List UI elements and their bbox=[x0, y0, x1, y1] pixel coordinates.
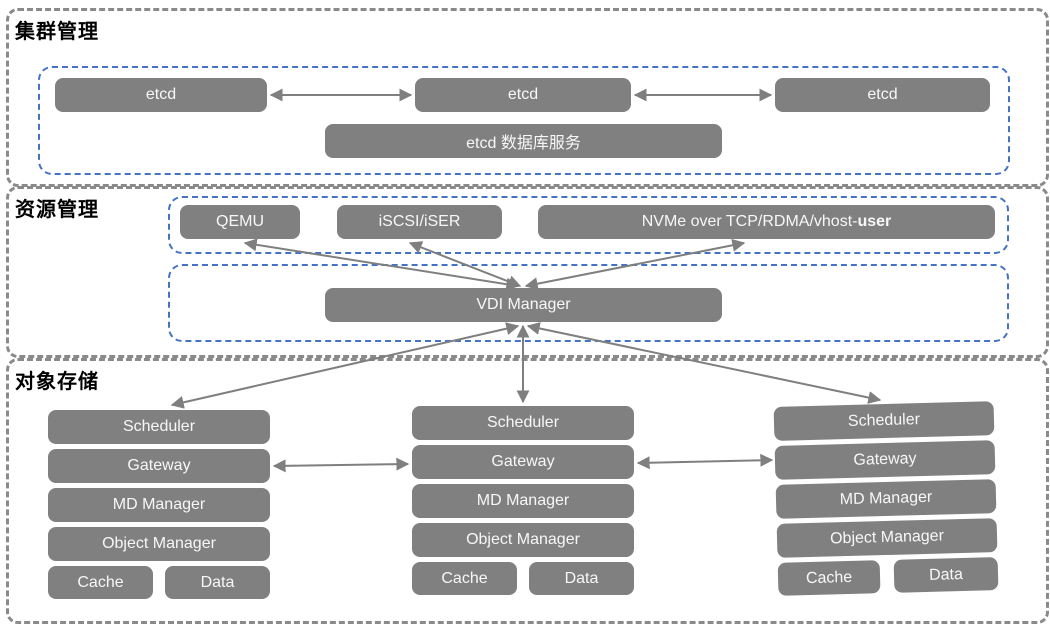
node-cache-3: Cache bbox=[777, 560, 881, 596]
node-scheduler-1: Scheduler bbox=[48, 410, 270, 444]
node-gateway-3-label: Gateway bbox=[853, 450, 917, 469]
node-cache-2-label: Cache bbox=[441, 569, 488, 587]
cluster-etcd-group-frame bbox=[38, 66, 1010, 175]
node-cache-3-label: Cache bbox=[805, 568, 853, 587]
node-qemu: QEMU bbox=[180, 205, 300, 239]
node-md-manager-2-label: MD Manager bbox=[476, 492, 570, 509]
node-gateway-2-label: Gateway bbox=[491, 453, 555, 470]
node-scheduler-2-label: Scheduler bbox=[486, 414, 560, 431]
node-gateway-1: Gateway bbox=[48, 449, 270, 483]
node-qemu-label: QEMU bbox=[216, 213, 264, 230]
node-data-1-label: Data bbox=[200, 573, 235, 591]
node-cache-2: Cache bbox=[412, 562, 517, 595]
node-etcd-db-service-label: etcd 数据库服务 bbox=[466, 135, 581, 152]
node-object-manager-3-label: Object Manager bbox=[829, 527, 945, 548]
node-object-manager-1-label: Object Manager bbox=[102, 535, 216, 552]
node-etcd-3: etcd bbox=[775, 78, 990, 112]
node-object-manager-2: Object Manager bbox=[412, 523, 634, 557]
section-cluster-management: 集群管理 bbox=[6, 8, 1049, 187]
section-cluster-label: 集群管理 bbox=[15, 21, 99, 43]
node-etcd-db-service: etcd 数据库服务 bbox=[325, 124, 722, 158]
node-etcd-2-label: etcd bbox=[507, 86, 539, 103]
storage-column-2: Scheduler Gateway MD Manager Object Mana… bbox=[412, 406, 634, 595]
node-data-2-label: Data bbox=[564, 569, 599, 587]
node-nvme-label-bold: user bbox=[857, 213, 892, 230]
node-data-2: Data bbox=[529, 562, 634, 595]
section-object-label: 对象存储 bbox=[15, 371, 99, 393]
node-object-manager-2-label: Object Manager bbox=[466, 531, 580, 548]
node-nvme-over-fabrics: NVMe over TCP/RDMA/vhost-user bbox=[538, 205, 995, 239]
cache-data-row-3: Cache Data bbox=[777, 557, 999, 596]
node-object-manager-3: Object Manager bbox=[776, 518, 998, 558]
node-data-1: Data bbox=[165, 566, 270, 599]
node-iscsi-iser: iSCSI/iSER bbox=[337, 205, 502, 239]
node-etcd-2: etcd bbox=[415, 78, 631, 112]
node-nvme-label-regular: NVMe over TCP/RDMA/vhost- bbox=[641, 213, 858, 230]
node-object-manager-1: Object Manager bbox=[48, 527, 270, 561]
node-iscsi-iser-label: iSCSI/iSER bbox=[378, 213, 461, 230]
storage-column-1: Scheduler Gateway MD Manager Object Mana… bbox=[48, 410, 270, 599]
section-resource-label: 资源管理 bbox=[15, 199, 99, 221]
node-etcd-1: etcd bbox=[55, 78, 267, 112]
node-gateway-1-label: Gateway bbox=[127, 457, 191, 474]
node-cache-1-label: Cache bbox=[77, 573, 124, 591]
node-scheduler-3: Scheduler bbox=[773, 401, 995, 441]
node-scheduler-1-label: Scheduler bbox=[122, 418, 196, 435]
node-vdi-manager-label: VDI Manager bbox=[476, 296, 571, 313]
storage-column-3: Scheduler Gateway MD Manager Object Mana… bbox=[773, 401, 999, 596]
node-md-manager-1: MD Manager bbox=[48, 488, 270, 522]
node-etcd-1-label: etcd bbox=[145, 86, 177, 103]
node-md-manager-3-label: MD Manager bbox=[839, 488, 933, 509]
cache-data-row-1: Cache Data bbox=[48, 566, 270, 599]
node-vdi-manager: VDI Manager bbox=[325, 288, 722, 322]
node-md-manager-1-label: MD Manager bbox=[112, 496, 206, 513]
node-scheduler-2: Scheduler bbox=[412, 406, 634, 440]
node-md-manager-2: MD Manager bbox=[412, 484, 634, 518]
node-cache-1: Cache bbox=[48, 566, 153, 599]
node-data-3: Data bbox=[893, 557, 999, 593]
cache-data-row-2: Cache Data bbox=[412, 562, 634, 595]
node-md-manager-3: MD Manager bbox=[775, 479, 997, 519]
node-gateway-3: Gateway bbox=[774, 440, 996, 480]
node-gateway-2: Gateway bbox=[412, 445, 634, 479]
node-data-3-label: Data bbox=[928, 565, 964, 584]
node-scheduler-3-label: Scheduler bbox=[847, 411, 921, 430]
node-etcd-3-label: etcd bbox=[867, 86, 898, 103]
